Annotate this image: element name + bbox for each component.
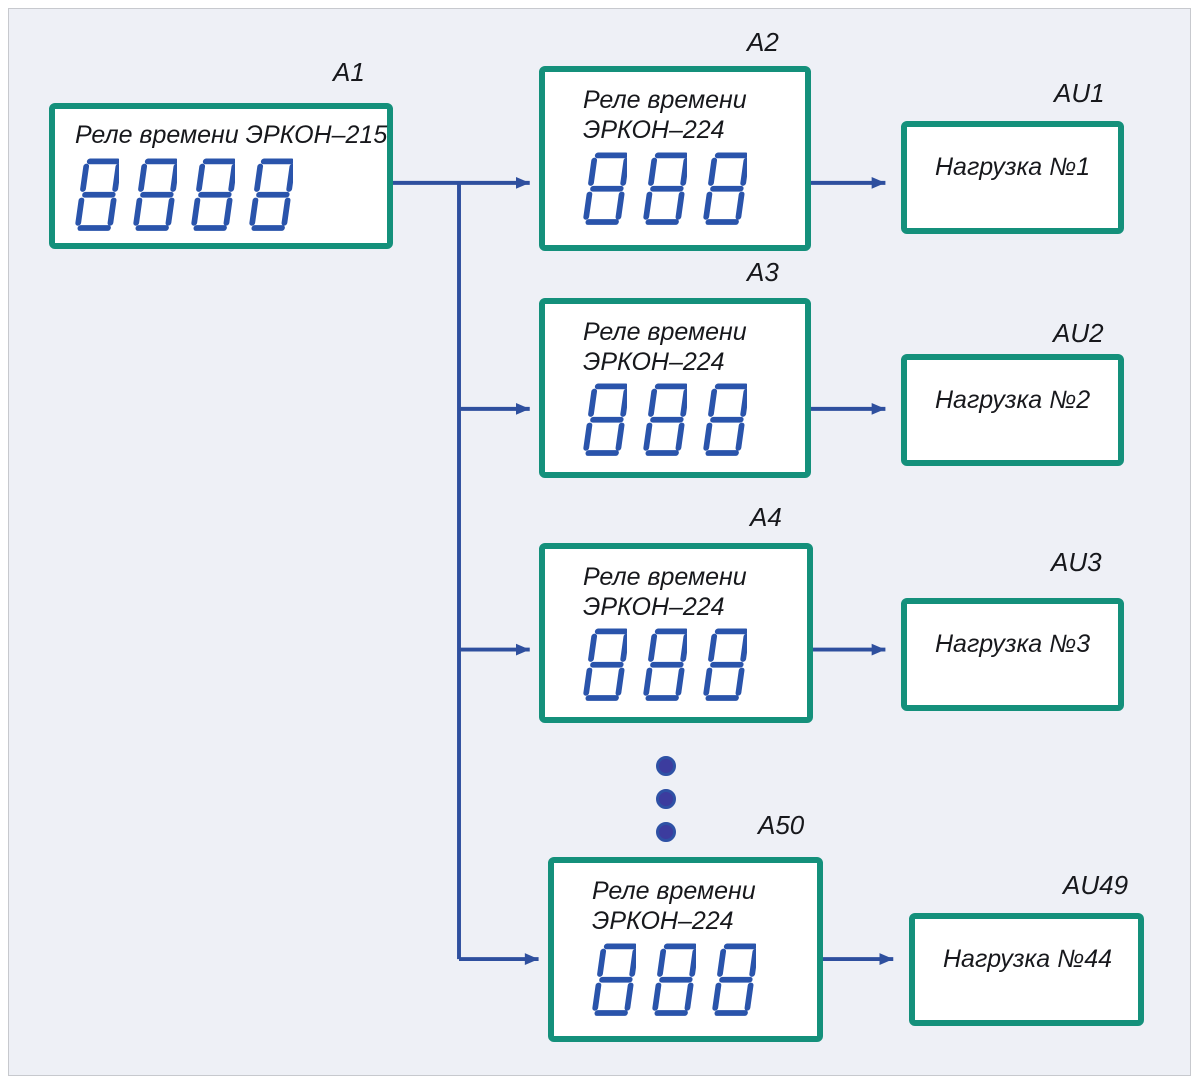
seven-segment-digit — [643, 383, 687, 456]
load-label-au1: Нагрузка №1 — [935, 153, 1091, 181]
relay-title-line2: ЭРКОН–224 — [583, 347, 725, 376]
load-box-au2: Нагрузка №2 — [901, 354, 1124, 466]
seven-segment-display-a4 — [581, 627, 807, 707]
relay-title-a50: Реле времени ЭРКОН–224 — [592, 877, 817, 936]
ellipsis-dot — [656, 756, 676, 776]
ref-label-a2: A2 — [747, 27, 779, 57]
seven-segment-digit — [592, 943, 636, 1016]
relay-box-a3: Реле времени ЭРКОН–224 — [539, 298, 811, 478]
ref-label-a4: A4 — [750, 502, 782, 532]
seven-segment-digit — [703, 383, 747, 456]
seven-segment-digit — [583, 628, 627, 701]
seven-segment-display-a50 — [590, 942, 817, 1022]
connector-wires — [387, 177, 894, 965]
ref-label-a1: A1 — [333, 57, 365, 87]
relay-box-a2: Реле времени ЭРКОН–224 — [539, 66, 811, 251]
ref-label-a50: A50 — [758, 810, 805, 840]
seven-segment-digit — [643, 628, 687, 701]
seven-segment-digit — [583, 383, 627, 456]
relay-title-a1: Реле времени ЭРКОН–215 — [75, 121, 388, 149]
relay-title-line2: ЭРКОН–224 — [583, 592, 725, 621]
seven-segment-digit — [703, 152, 747, 225]
relay-box-a1: Реле времени ЭРКОН–215 — [49, 103, 393, 249]
seven-segment-display-a2 — [581, 151, 805, 231]
load-label-au2: Нагрузка №2 — [935, 386, 1091, 414]
seven-segment-display-a3 — [581, 382, 805, 462]
ref-label-a3: A3 — [747, 257, 779, 287]
relay-title-line1: Реле времени — [592, 877, 756, 905]
relay-title-line1: Реле времени — [583, 318, 747, 346]
load-label-au49: Нагрузка №44 — [943, 945, 1113, 973]
ref-label-au1: AU1 — [1054, 78, 1105, 108]
relay-box-a50: Реле времени ЭРКОН–224 — [548, 857, 823, 1042]
ref-label-au3: AU3 — [1051, 547, 1102, 577]
relay-title-a4: Реле времени ЭРКОН–224 — [583, 563, 807, 622]
seven-segment-digit — [712, 943, 756, 1016]
relay-title-a3: Реле времени ЭРКОН–224 — [583, 318, 805, 377]
relay-title-line2: ЭРКОН–224 — [583, 115, 725, 144]
relay-title-line1: Реле времени — [583, 563, 747, 591]
seven-segment-digit — [191, 157, 235, 231]
relay-title-line1: Реле времени — [583, 86, 747, 114]
ellipsis-dots — [656, 756, 676, 842]
ellipsis-dot — [656, 789, 676, 809]
seven-segment-display-a1 — [73, 157, 387, 237]
load-box-au3: Нагрузка №3 — [901, 598, 1124, 711]
load-box-au49: Нагрузка №44 — [909, 913, 1144, 1026]
ref-label-au2: AU2 — [1053, 318, 1104, 348]
ellipsis-dot — [656, 822, 676, 842]
seven-segment-digit — [133, 157, 177, 231]
seven-segment-digit — [583, 152, 627, 225]
seven-segment-digit — [75, 157, 119, 231]
load-label-au3: Нагрузка №3 — [935, 630, 1091, 658]
seven-segment-digit — [703, 628, 747, 701]
seven-segment-digit — [249, 157, 293, 231]
relay-box-a4: Реле времени ЭРКОН–224 — [539, 543, 813, 723]
seven-segment-digit — [643, 152, 687, 225]
ref-label-au49: AU49 — [1063, 870, 1129, 900]
relay-title-a2: Реле времени ЭРКОН–224 — [583, 86, 805, 145]
relay-title-line2: ЭРКОН–224 — [592, 906, 734, 935]
diagram-canvas: A1 A2 A3 A4 A50 AU1 AU2 AU3 AU49 Реле вр… — [8, 8, 1191, 1076]
seven-segment-digit — [652, 943, 696, 1016]
load-box-au1: Нагрузка №1 — [901, 121, 1124, 234]
